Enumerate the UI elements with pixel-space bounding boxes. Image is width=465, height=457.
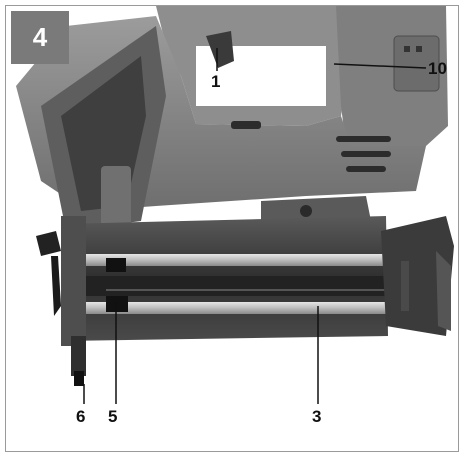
leader-lines xyxy=(83,48,427,404)
nailer-illustration xyxy=(16,6,454,404)
callout-6: 6 xyxy=(76,407,86,426)
callout-10: 10 xyxy=(428,59,447,78)
nose-latch xyxy=(36,216,86,386)
figure-number-badge: 4 xyxy=(11,11,69,64)
callout-1: 1 xyxy=(211,72,221,91)
figure-frame: 4 1 10 6 5 3 xyxy=(5,5,459,452)
callout-5: 5 xyxy=(108,407,118,426)
magazine xyxy=(61,216,454,341)
callout-3: 3 xyxy=(312,407,322,426)
tool-housing xyxy=(16,6,448,231)
